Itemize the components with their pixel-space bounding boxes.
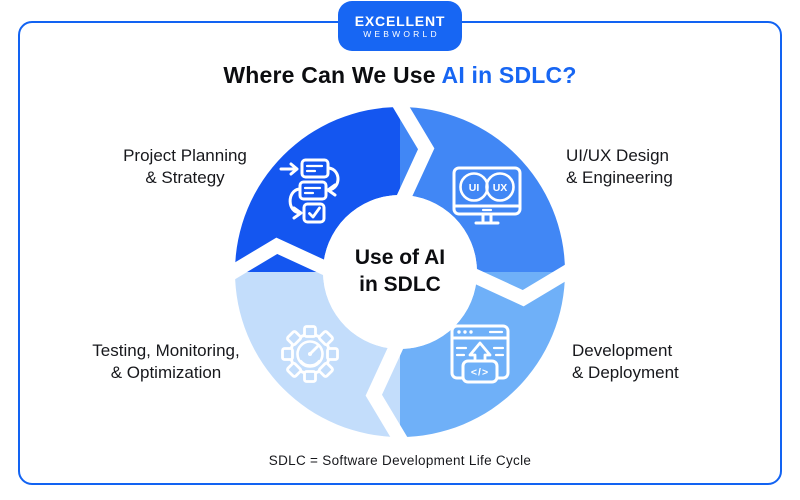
- separator-arrow-left: [230, 237, 340, 282]
- segment-dev-shape: [400, 272, 565, 437]
- sdlc-cycle-diagram: UI UX </>: [230, 102, 570, 442]
- label-uiux-design: UI/UX Design & Engineering: [566, 146, 673, 188]
- gauge-needle-pivot: [308, 352, 312, 356]
- uiux-monitor-icon: UI UX: [452, 166, 522, 225]
- separator-arrow-bottom: [365, 332, 410, 442]
- separator-arrow-right: [460, 262, 570, 307]
- workflow-icon: [279, 158, 340, 224]
- page-title: Where Can We Use AI in SDLC?: [0, 62, 800, 89]
- label-development: Development & Deployment: [572, 341, 679, 383]
- footer-acronym-note: SDLC = Software Development Life Cycle: [268, 453, 532, 468]
- gear-gauge-icon: [281, 325, 339, 383]
- label-testing: Testing, Monitoring, & Optimization: [92, 341, 240, 383]
- page-title-prefix: Where Can We Use: [223, 62, 442, 88]
- brand-subname: WEBWORLD: [363, 28, 440, 39]
- diagram-center-label: Use of AI in SDLC: [354, 246, 446, 296]
- segment-planning-shape: [235, 107, 400, 272]
- center-hub-circle: [323, 195, 477, 349]
- code-icon-glyph: </>: [471, 367, 489, 379]
- segment-testing-shape: [235, 272, 400, 437]
- separator-arrow-top: [390, 102, 435, 212]
- deploy-code-icon: </>: [450, 324, 510, 384]
- browser-dot: [463, 330, 467, 334]
- uiux-icon-label-ui: UI: [469, 182, 480, 194]
- segment-uiux-shape: [400, 107, 565, 272]
- brand-logo-badge: EXCELLENT WEBWORLD: [338, 1, 462, 51]
- uiux-icon-label-ux: UX: [493, 182, 508, 194]
- brand-name: EXCELLENT: [354, 12, 446, 29]
- browser-dot: [469, 330, 473, 334]
- browser-dot: [457, 330, 461, 334]
- page-title-highlight: AI in SDLC?: [441, 62, 577, 88]
- label-project-planning: Project Planning & Strategy: [123, 146, 247, 188]
- gear-teeth: [281, 325, 339, 383]
